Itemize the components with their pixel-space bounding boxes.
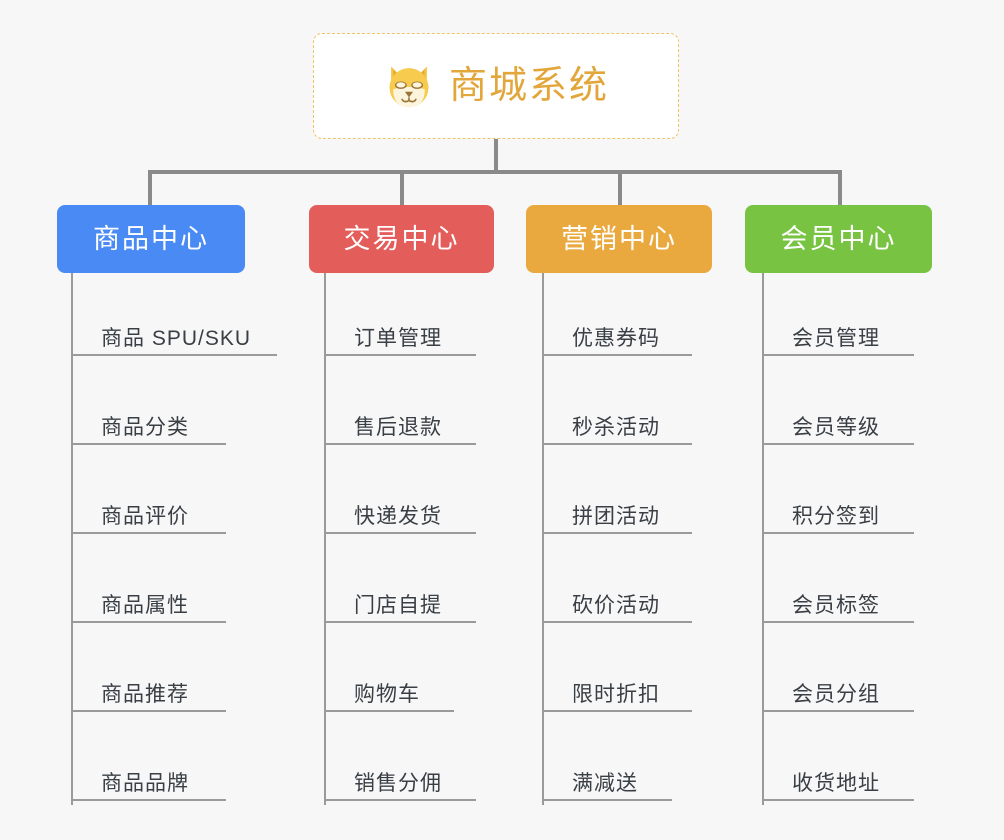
leaf-underline (762, 799, 914, 801)
category-trunk-4 (762, 273, 764, 805)
category-label-2: 交易中心 (343, 223, 460, 254)
leaf-label: 积分签到 (792, 505, 880, 528)
leaf-underline (324, 443, 476, 445)
leaf-label: 砍价活动 (572, 594, 660, 617)
leaf-underline (71, 354, 277, 356)
leaf-underline (762, 354, 914, 356)
leaf-underline (71, 532, 226, 534)
leaf-label: 快递发货 (354, 505, 442, 528)
category-header-2[interactable]: 交易中心 (309, 205, 494, 273)
root-stem-line (494, 139, 498, 172)
leaf-label: 商品 SPU/SKU (101, 327, 252, 350)
leaf-label: 商品品牌 (101, 772, 189, 795)
category-header-3[interactable]: 营销中心 (526, 205, 712, 273)
leaf-label: 商品分类 (101, 416, 189, 439)
leaf-label: 会员标签 (792, 594, 880, 617)
leaf-label: 秒杀活动 (572, 416, 660, 439)
category-label-4: 会员中心 (780, 223, 897, 254)
leaf-label: 销售分佣 (354, 772, 442, 795)
category-trunk-1 (71, 273, 73, 805)
leaf-underline (542, 532, 692, 534)
leaf-underline (71, 799, 226, 801)
leaf-label: 会员分组 (792, 683, 880, 706)
leaf-underline (71, 621, 226, 623)
shiba-dog-icon (389, 66, 429, 109)
leaf-underline (71, 710, 226, 712)
leaf-label: 会员管理 (792, 327, 880, 350)
leaf-underline (324, 799, 476, 801)
drop-line-1 (148, 170, 152, 206)
leaf-underline (324, 532, 476, 534)
category-trunk-3 (542, 273, 544, 805)
leaf-label: 收货地址 (792, 772, 880, 795)
leaf-label: 门店自提 (354, 594, 442, 617)
leaf-underline (762, 621, 914, 623)
leaf-label: 商品推荐 (101, 683, 189, 706)
leaf-label: 拼团活动 (572, 505, 660, 528)
leaf-underline (542, 621, 692, 623)
leaf-underline (324, 354, 476, 356)
leaf-underline (71, 443, 226, 445)
leaf-underline (324, 621, 476, 623)
leaf-label: 限时折扣 (572, 683, 660, 706)
leaf-underline (762, 443, 914, 445)
category-header-4[interactable]: 会员中心 (745, 205, 932, 273)
leaf-label: 售后退款 (354, 416, 442, 439)
drop-line-2 (400, 170, 404, 206)
leaf-label: 会员等级 (792, 416, 880, 439)
root-title: 商城系统 (448, 65, 609, 107)
leaf-label: 商品属性 (101, 594, 189, 617)
leaf-underline (542, 710, 692, 712)
root-node[interactable]: 商城系统 (313, 33, 679, 139)
category-header-1[interactable]: 商品中心 (57, 205, 245, 273)
leaf-label: 订单管理 (354, 327, 442, 350)
leaf-label: 购物车 (354, 683, 420, 706)
leaf-underline (542, 354, 692, 356)
drop-line-3 (618, 170, 622, 206)
leaf-underline (324, 710, 454, 712)
drop-line-4 (838, 170, 842, 206)
horizontal-bus-line (150, 170, 840, 174)
leaf-underline (542, 443, 692, 445)
category-trunk-2 (324, 273, 326, 805)
category-label-3: 营销中心 (561, 223, 677, 254)
leaf-underline (542, 799, 672, 801)
leaf-underline (762, 532, 914, 534)
category-label-1: 商品中心 (93, 223, 209, 254)
leaf-underline (762, 710, 914, 712)
leaf-label: 优惠券码 (572, 327, 660, 350)
leaf-label: 满减送 (572, 772, 638, 795)
leaf-label: 商品评价 (101, 505, 189, 528)
